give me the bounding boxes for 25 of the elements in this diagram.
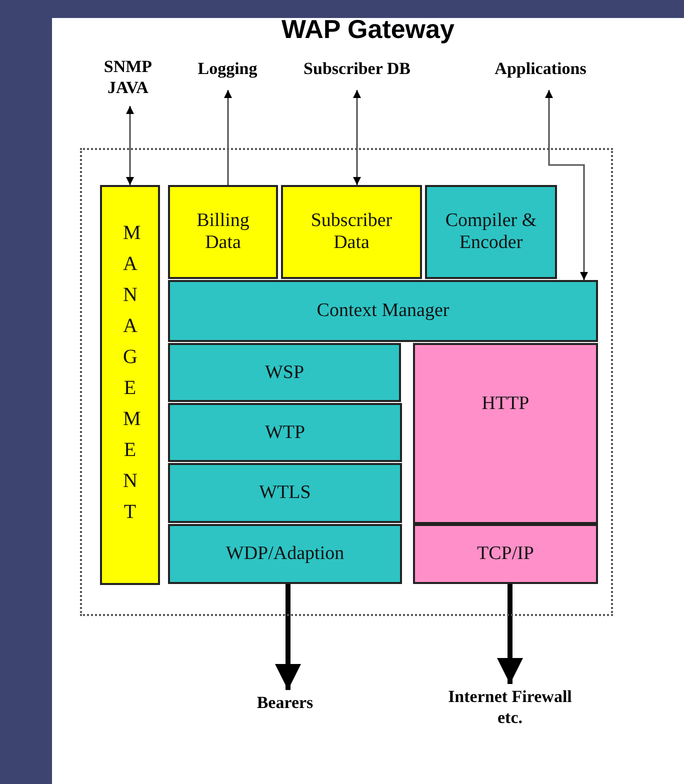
external-label: Applications (478, 58, 603, 86)
diagram-title: WAP Gateway (280, 14, 456, 45)
layer-box: HTTP (413, 343, 598, 524)
arrow (353, 90, 361, 185)
gateway-boundary (80, 148, 613, 616)
external-label: Logging (180, 58, 275, 86)
arrow (275, 584, 301, 690)
external-label: Subscriber DB (282, 58, 432, 86)
layer-box: Subscriber Data (281, 185, 422, 279)
layer-box: Compiler & Encoder (425, 185, 557, 279)
arrow (545, 90, 588, 280)
layer-box: TCP/IP (413, 524, 598, 584)
layer-box: WDP/Adaption (168, 524, 402, 584)
management-bar: MANAGEMENT (100, 185, 160, 585)
layer-box: Billing Data (168, 185, 278, 279)
layer-box: Context Manager (168, 280, 598, 342)
external-label: Internet Firewall etc. (445, 686, 575, 738)
arrow (497, 584, 523, 684)
layer-box: WTP (168, 403, 402, 462)
external-label: SNMP JAVA (92, 56, 164, 104)
layer-box: WSP (168, 343, 401, 402)
external-label: Bearers (240, 692, 330, 720)
arrow (126, 106, 134, 185)
arrow (224, 90, 232, 185)
layer-box: WTLS (168, 463, 402, 523)
